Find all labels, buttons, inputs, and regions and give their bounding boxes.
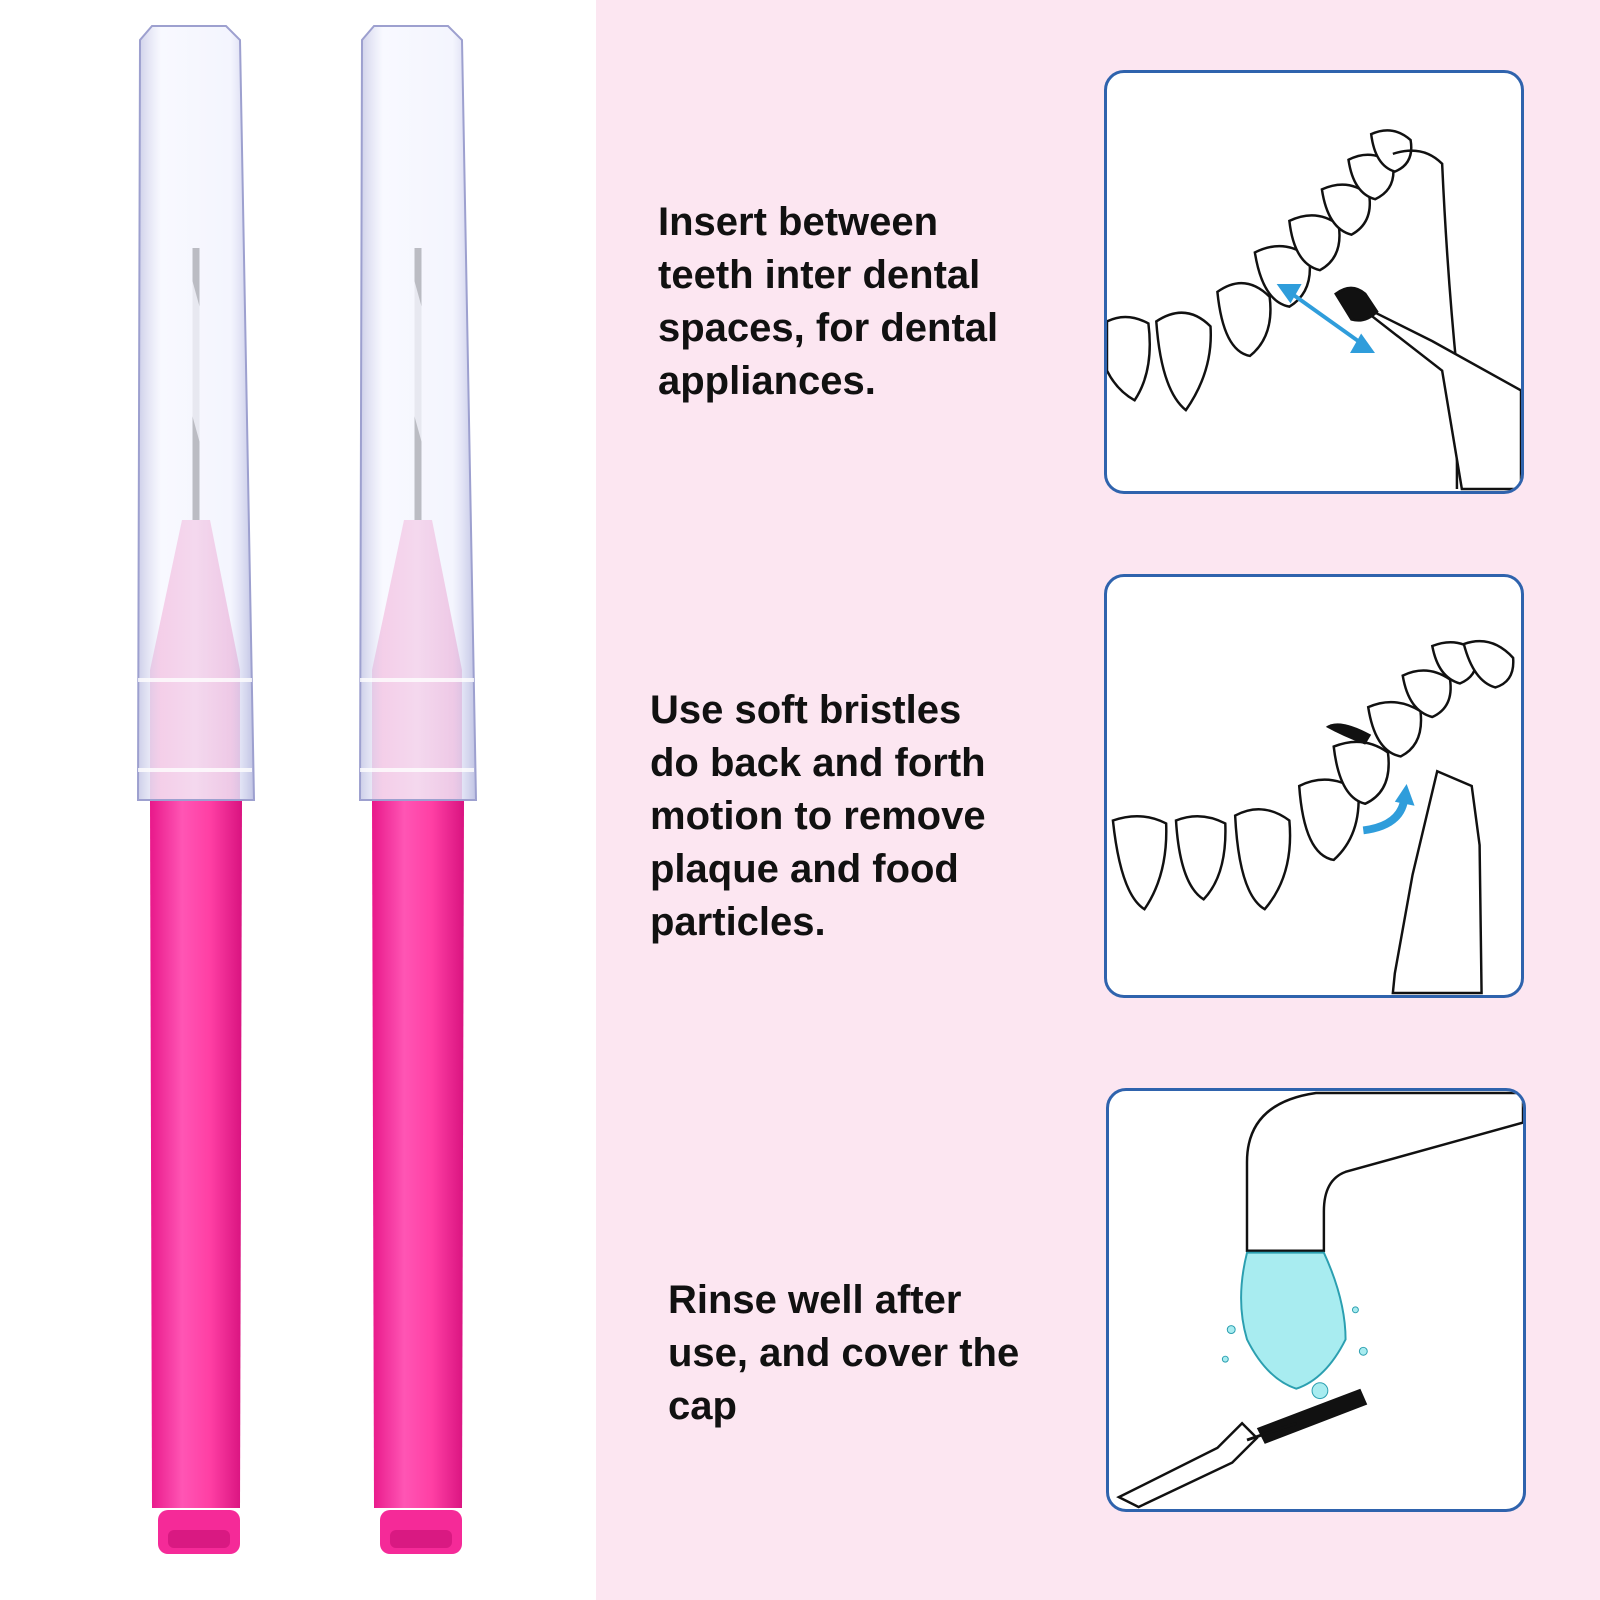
interdental-brush-icon bbox=[358, 25, 478, 1554]
double-arrow-icon bbox=[1276, 283, 1376, 353]
teeth-arch-icon bbox=[1111, 639, 1515, 995]
interdental-brush-pair-illustration bbox=[136, 25, 478, 1554]
instruction-step-3: Rinse well after use, and cover the cap bbox=[668, 1278, 1020, 1428]
interdental-brush-icon bbox=[1116, 1388, 1368, 1509]
product-photo-area bbox=[0, 0, 596, 1600]
teeth-arch-icon bbox=[1107, 129, 1521, 491]
step-1-illustration-panel bbox=[1104, 70, 1524, 494]
interdental-brush-icon bbox=[136, 25, 256, 1554]
step-2-illustration-panel bbox=[1104, 574, 1524, 998]
instruction-step-2: Use soft bristles do back and forth moti… bbox=[650, 688, 986, 944]
faucet-icon bbox=[1116, 1091, 1523, 1509]
curved-arrow-icon bbox=[1362, 784, 1415, 835]
water-stream-icon bbox=[1221, 1251, 1368, 1400]
instruction-step-1: Insert between teeth inter dental spaces… bbox=[658, 200, 999, 403]
step-3-illustration-panel bbox=[1106, 1088, 1526, 1512]
